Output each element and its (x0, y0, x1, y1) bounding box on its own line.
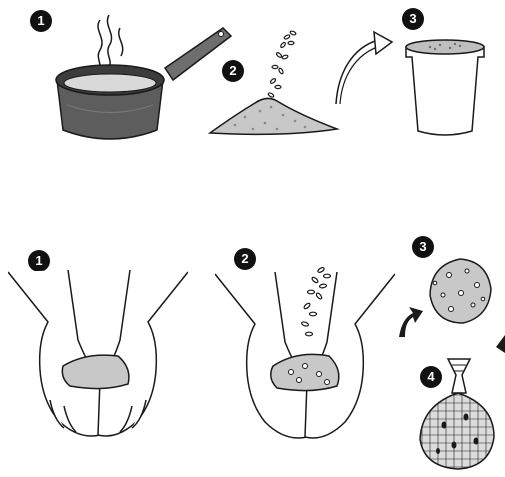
mesh-bag-icon (414, 355, 500, 473)
step-badge-bottom-1: 1 (28, 250, 50, 272)
arrow-icon-2 (395, 305, 425, 340)
hands-soil-icon (8, 270, 188, 450)
seed-ball-icon (425, 255, 495, 327)
seeds-pile-icon (205, 25, 340, 140)
cup-icon (400, 35, 490, 140)
arrow-icon (330, 28, 400, 108)
step-badge-top-3: 3 (402, 8, 424, 30)
hands-seeds-icon (215, 262, 395, 452)
arrow-icon-3 (494, 335, 505, 355)
